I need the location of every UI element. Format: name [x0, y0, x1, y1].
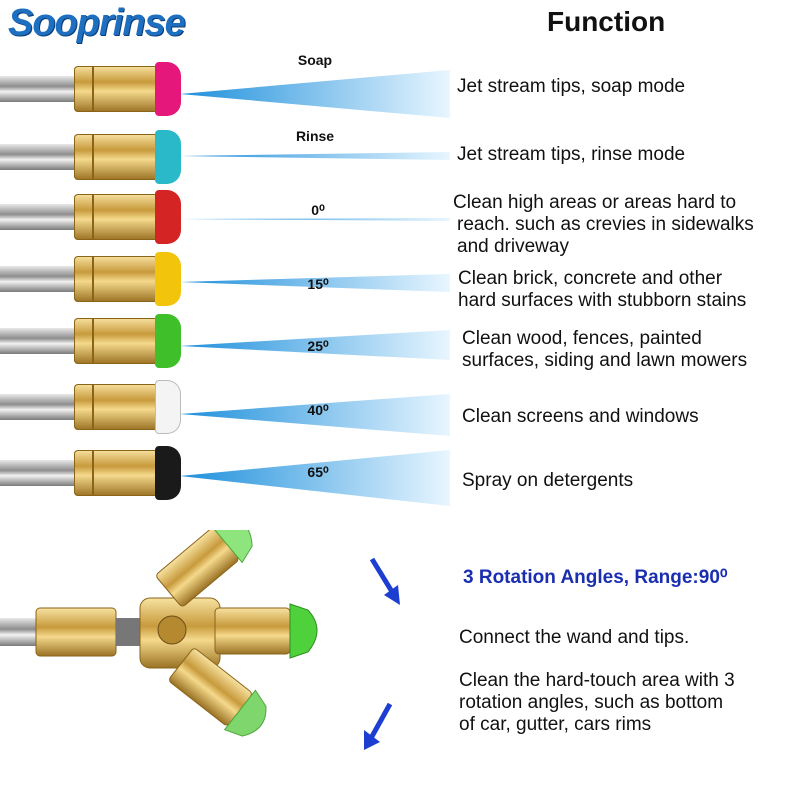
wand-rod	[0, 204, 80, 230]
spray-cone-0	[180, 218, 450, 221]
wand-rod	[0, 266, 80, 292]
row-description: Jet stream tips, soap mode	[457, 76, 685, 98]
spray-cone-65	[180, 450, 450, 506]
nozzle-tip-soap	[155, 62, 181, 116]
desc-line: Clean wood, fences, painted	[462, 328, 702, 349]
brass-coupler	[74, 256, 158, 302]
angle-label: 25⁰	[307, 338, 329, 354]
nozzle-row-15: 15⁰ Clean brick, concrete and other hard…	[0, 248, 800, 311]
angle-label: 65⁰	[307, 464, 329, 480]
note-line: rotation angles, such as bottom	[459, 692, 724, 713]
angle-label: Rinse	[295, 128, 335, 144]
wand-rod	[0, 76, 80, 102]
angle-label: Soap	[297, 52, 333, 68]
brass-coupler	[74, 194, 158, 240]
desc-line: and driveway	[457, 236, 569, 257]
angle-label: 40⁰	[307, 402, 329, 418]
arrow-down-left-icon	[364, 702, 393, 750]
spray-cone-soap	[180, 70, 450, 118]
desc-line: surfaces, siding and lawn mowers	[462, 350, 748, 371]
rotation-heading: 3 Rotation Angles, Range:90⁰	[463, 567, 728, 588]
desc-line: Spray on detergents	[462, 470, 634, 491]
angle-label: 15⁰	[307, 276, 329, 292]
nozzle-row-65: 65⁰ Spray on detergents	[0, 442, 800, 506]
angle-label: 0⁰	[311, 202, 325, 218]
nozzle-tip-15	[155, 252, 181, 306]
row-description: Clean high areas or areas hard to reach.…	[453, 192, 754, 258]
brass-coupler	[74, 384, 158, 430]
nozzle-row-rinse: Rinse Jet stream tips, rinse mode	[0, 126, 800, 186]
brass-coupler	[74, 66, 158, 112]
desc-line: Clean high areas or areas hard to	[453, 192, 737, 213]
wand-rod	[0, 144, 80, 170]
arrow-down-right-icon	[369, 557, 400, 605]
note-line: of car, gutter, cars rims	[459, 714, 652, 735]
wand-rod	[0, 460, 80, 486]
nozzle-tip-40	[155, 380, 181, 434]
nozzle-row-40: 40⁰ Clean screens and windows	[0, 376, 800, 436]
row-description: Clean screens and windows	[462, 406, 699, 428]
note-line: Clean the hard-touch area with 3	[459, 670, 735, 691]
brass-coupler	[74, 134, 158, 180]
nozzle-tip-65	[155, 446, 181, 500]
clean-note: Clean the hard-touch area with 3 rotatio…	[459, 670, 735, 736]
desc-line: Clean screens and windows	[462, 406, 699, 427]
row-description: Clean brick, concrete and other hard sur…	[458, 268, 746, 312]
nozzle-tip-rinse	[155, 130, 181, 184]
row-description: Spray on detergents	[462, 470, 633, 492]
desc-line: reach. such as crevies in sidewalks	[457, 214, 754, 235]
connect-note: Connect the wand and tips.	[459, 627, 690, 648]
nozzle-row-soap: Soap Jet stream tips, soap mode	[0, 52, 800, 118]
brass-coupler	[74, 318, 158, 364]
desc-line: Jet stream tips, rinse mode	[457, 144, 686, 165]
spray-cone-40	[180, 394, 450, 436]
function-heading: Function	[547, 6, 666, 37]
rotating-nozzle-illustration	[0, 530, 318, 737]
row-description: Clean wood, fences, painted surfaces, si…	[462, 328, 747, 372]
row-description: Jet stream tips, rinse mode	[457, 144, 685, 166]
desc-line: hard surfaces with stubborn stains	[458, 290, 747, 311]
spray-cone-rinse	[180, 152, 450, 160]
nozzle-row-0: 0⁰ Clean high areas or areas hard to rea…	[0, 186, 800, 257]
nozzle-row-25: 25⁰ Clean wood, fences, painted surfaces…	[0, 310, 800, 372]
nozzle-tip-25	[155, 314, 181, 368]
brass-coupler	[74, 450, 158, 496]
desc-line: Jet stream tips, soap mode	[457, 76, 686, 97]
wand-rod	[0, 394, 80, 420]
spray-cone-25	[180, 330, 450, 360]
desc-line: Clean brick, concrete and other	[458, 268, 723, 289]
wand-rod	[0, 328, 80, 354]
nozzle-tip-0	[155, 190, 181, 244]
spray-cone-15	[180, 274, 450, 292]
brand-logo: Sooprinse	[8, 2, 186, 44]
